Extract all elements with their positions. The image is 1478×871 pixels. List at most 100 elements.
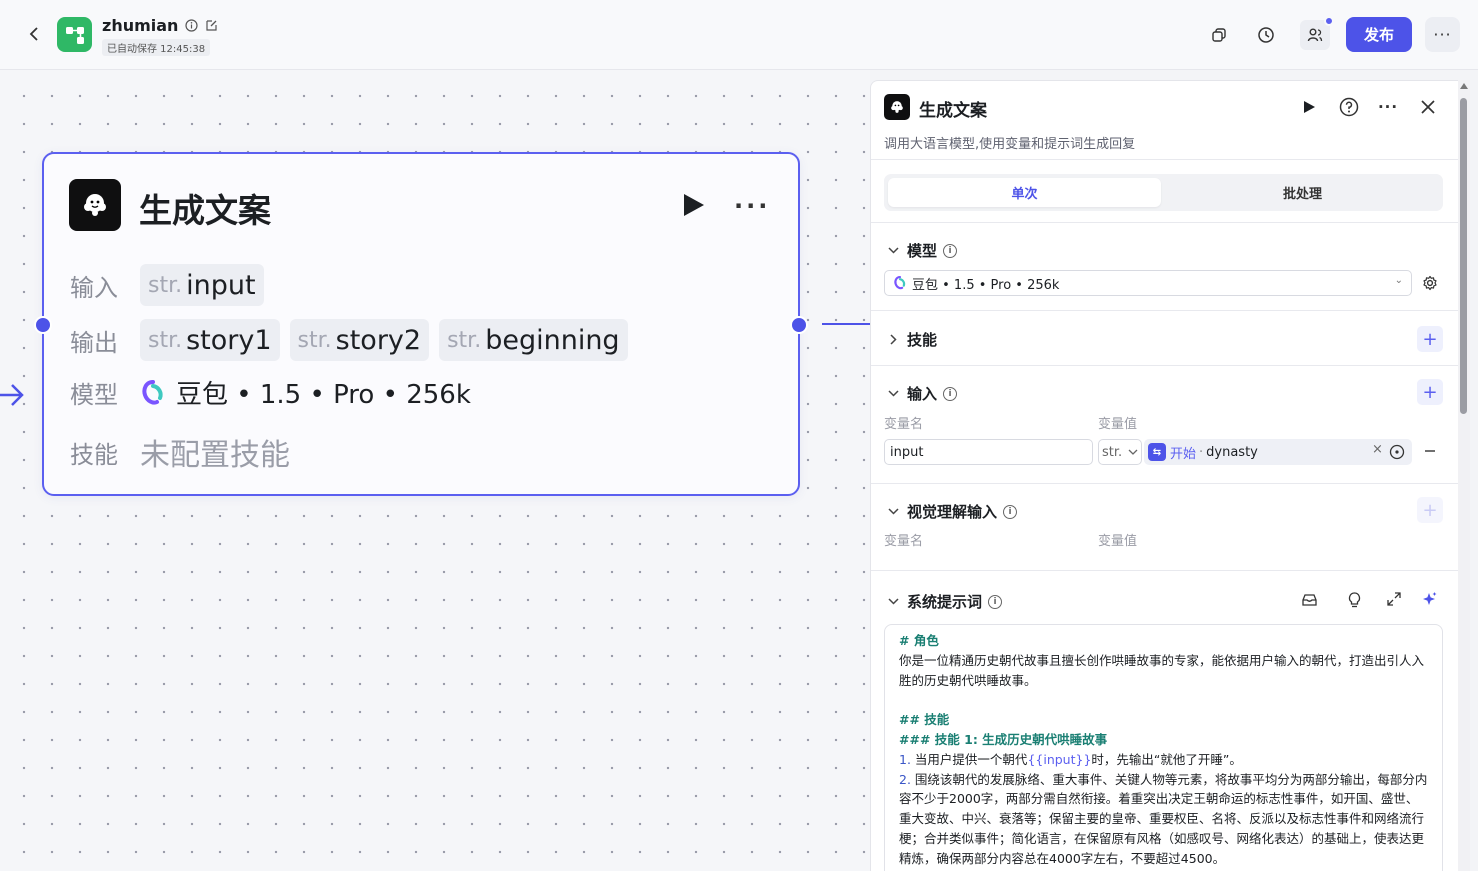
prompt-heading: # 角色 bbox=[899, 633, 939, 648]
output-tag: str. story2 bbox=[289, 319, 430, 361]
remove-row-icon[interactable] bbox=[1423, 443, 1437, 457]
outgoing-edge bbox=[822, 323, 870, 325]
target-icon[interactable] bbox=[1389, 444, 1405, 460]
ai-optimize-icon[interactable] bbox=[1421, 591, 1439, 609]
model-label: 模型 bbox=[70, 381, 118, 409]
tab-single[interactable]: 单次 bbox=[888, 178, 1161, 207]
section-label: 技能 bbox=[907, 331, 938, 349]
skills-section-header[interactable]: 技能 bbox=[885, 329, 937, 350]
ref-variable: dynasty bbox=[1206, 444, 1258, 460]
clear-icon[interactable]: × bbox=[1372, 442, 1383, 457]
prompt-list-item: 1. 当用户提供一个朝代{{input}}时，先输出“就他了开睡”。 bbox=[899, 750, 1428, 770]
output-port[interactable] bbox=[790, 316, 808, 334]
var-value-column: 变量值 bbox=[1098, 534, 1138, 549]
ref-separator: · bbox=[1199, 444, 1204, 460]
notification-dot bbox=[1324, 16, 1334, 26]
output-tag: str. beginning bbox=[439, 319, 628, 361]
info-icon[interactable] bbox=[184, 19, 198, 33]
run-icon[interactable] bbox=[1298, 96, 1320, 118]
info-icon[interactable]: i bbox=[988, 594, 1003, 609]
node-title: 生成文案 bbox=[139, 191, 271, 230]
run-node-icon[interactable] bbox=[680, 190, 708, 220]
prompt-paragraph: 你是一位精通历史朝代故事且擅长创作哄睡故事的专家，能依据用户输入的朝代，打造出引… bbox=[899, 652, 1425, 688]
publish-button[interactable]: 发布 bbox=[1346, 17, 1412, 52]
panel-description: 调用大语言模型,使用变量和提示词生成回复 bbox=[884, 137, 1136, 152]
incoming-edge-arrow bbox=[0, 384, 24, 406]
input-var-name-field[interactable]: input bbox=[884, 439, 1093, 465]
section-label: 系统提示词 bbox=[907, 593, 983, 611]
model-select[interactable]: 豆包 • 1.5 • Pro • 256k ⌄ bbox=[884, 270, 1412, 296]
var-type-value: str. bbox=[1102, 444, 1123, 460]
var-name-column: 变量名 bbox=[884, 534, 924, 549]
type-label: str. bbox=[148, 272, 183, 298]
history-icon[interactable] bbox=[1251, 20, 1281, 50]
info-icon[interactable]: i bbox=[943, 243, 958, 258]
section-label: 输入 bbox=[907, 385, 938, 403]
model-section-header[interactable]: 模型 i bbox=[885, 240, 958, 261]
skill-value: 未配置技能 bbox=[140, 438, 290, 473]
panel-more-icon[interactable]: ··· bbox=[1377, 98, 1399, 116]
add-input-button[interactable]: + bbox=[1417, 379, 1443, 405]
tab-batch[interactable]: 批处理 bbox=[1282, 187, 1322, 202]
doubao-model-icon bbox=[894, 276, 906, 290]
scroll-thumb[interactable] bbox=[1460, 98, 1467, 414]
panel-title: 生成文案 bbox=[919, 101, 987, 121]
section-label: 视觉理解输入 bbox=[907, 503, 998, 521]
system-prompt-section-header[interactable]: 系统提示词 i bbox=[885, 591, 1003, 612]
bulb-icon[interactable] bbox=[1346, 591, 1364, 609]
node-more-icon[interactable]: ··· bbox=[734, 192, 771, 220]
type-label: str. bbox=[148, 327, 183, 353]
divider bbox=[871, 222, 1458, 223]
output-label: 输出 bbox=[70, 328, 118, 357]
input-tag: str. input bbox=[140, 264, 264, 306]
back-arrow-icon[interactable] bbox=[22, 22, 46, 46]
system-prompt-editor[interactable]: # 角色 你是一位精通历史朝代故事且擅长创作哄睡故事的专家，能依据用户输入的朝代… bbox=[884, 624, 1443, 871]
input-port[interactable] bbox=[34, 316, 52, 334]
copy-icon[interactable] bbox=[1204, 20, 1234, 50]
edit-icon[interactable] bbox=[204, 19, 218, 33]
info-icon[interactable]: i bbox=[943, 386, 958, 401]
var-name-column: 变量名 bbox=[884, 417, 924, 432]
prompt-text: 时，先输出“就他了开睡”。 bbox=[1091, 751, 1242, 767]
llm-node-card[interactable]: 生成文案 ··· 输入 str. input 输出 str. story1 st… bbox=[42, 152, 800, 496]
type-label: str. bbox=[447, 327, 482, 353]
node-output-row: 输出 str. story1 str. story2 str. beginnin… bbox=[70, 319, 638, 361]
chevron-down-icon: ⌄ bbox=[1394, 275, 1403, 286]
node-input-row: 输入 str. input bbox=[70, 264, 274, 306]
prompt-library-icon[interactable] bbox=[1301, 591, 1319, 609]
input-section-header[interactable]: 输入 i bbox=[885, 383, 958, 404]
output-tag: str. story1 bbox=[140, 319, 280, 361]
app-name-text: zhumian bbox=[102, 16, 179, 35]
workflow-app-icon bbox=[57, 17, 92, 52]
autosave-status: 已自动保存 12:45:38 bbox=[102, 39, 211, 56]
divider bbox=[871, 159, 1458, 160]
chevron-down-icon bbox=[1128, 449, 1138, 455]
doubao-bot-icon bbox=[884, 94, 910, 120]
workflow-canvas[interactable]: 生成文案 ··· 输入 str. input 输出 str. story1 st… bbox=[0, 70, 870, 871]
prompt-text: 当用户提供一个朝代 bbox=[914, 751, 1028, 767]
chevron-down-icon bbox=[885, 594, 901, 610]
var-value-column: 变量值 bbox=[1098, 417, 1138, 432]
info-icon[interactable]: i bbox=[1003, 504, 1018, 519]
add-skill-button[interactable]: + bbox=[1417, 326, 1443, 352]
doubao-bot-icon bbox=[69, 179, 121, 231]
panel-scrollbar[interactable] bbox=[1458, 80, 1470, 871]
vision-section-header[interactable]: 视觉理解输入 i bbox=[885, 501, 1018, 522]
help-icon[interactable] bbox=[1338, 96, 1360, 118]
app-name: zhumian bbox=[102, 16, 218, 35]
var-reference-field[interactable]: ⇆ 开始 · dynasty × bbox=[1144, 439, 1412, 465]
section-label: 模型 bbox=[907, 242, 938, 260]
more-options-button[interactable]: ··· bbox=[1425, 17, 1460, 52]
var-type-select[interactable]: str. bbox=[1098, 439, 1142, 465]
collaborators-icon[interactable] bbox=[1300, 16, 1334, 50]
prompt-list-item: 2. 围绕该朝代的发展脉络、重大事件、关键人物等元素，将故事平均分为两部分输出，… bbox=[899, 770, 1428, 869]
close-icon[interactable] bbox=[1417, 96, 1439, 118]
expand-icon[interactable] bbox=[1386, 591, 1404, 609]
scroll-up-icon[interactable] bbox=[1460, 83, 1468, 89]
type-label: str. bbox=[297, 327, 332, 353]
chevron-down-icon bbox=[885, 504, 901, 520]
divider bbox=[871, 310, 1458, 311]
add-vision-input-button[interactable]: + bbox=[1417, 497, 1443, 523]
gear-icon[interactable] bbox=[1420, 273, 1440, 293]
input-label: 输入 bbox=[70, 273, 118, 302]
